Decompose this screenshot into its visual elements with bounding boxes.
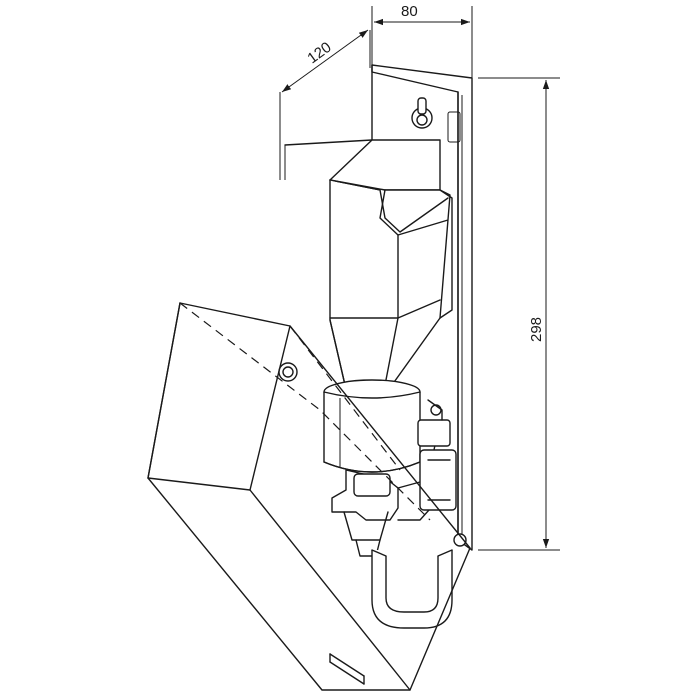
lower-cover	[147, 302, 471, 691]
dimension-height-label: 298	[528, 317, 545, 342]
dimension-depth-label: 120	[304, 39, 334, 67]
nozzle-assembly	[331, 399, 467, 557]
pump-cylinder	[323, 379, 421, 473]
keyhole-slot-icon	[411, 97, 433, 129]
lock-icon	[278, 362, 298, 382]
lever-handle	[371, 549, 453, 629]
level-window	[329, 653, 365, 685]
dimension-width-label: 80	[401, 3, 418, 20]
dimension-width: 80	[371, 3, 473, 78]
dimension-height: 298	[478, 77, 560, 551]
reservoir	[329, 139, 453, 386]
